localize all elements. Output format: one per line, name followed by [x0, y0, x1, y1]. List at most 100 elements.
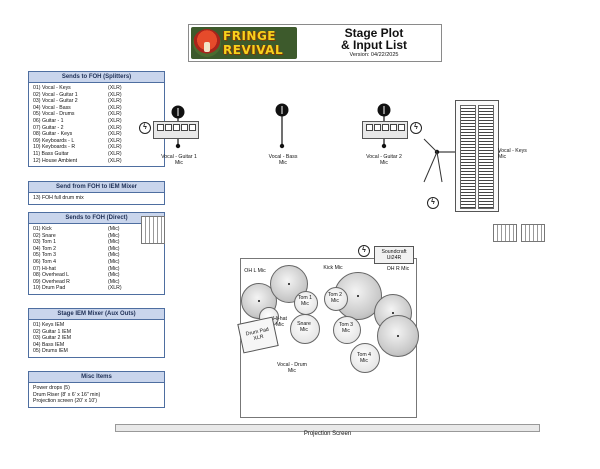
list-item: 01) Kick (Mic): [33, 226, 161, 233]
tom3-drum: [333, 316, 361, 344]
list-item: 10) Drum Pad(XLR): [33, 285, 161, 292]
list-item: 12) House Ambient(XLR): [33, 158, 161, 165]
tom1-mic-label: Tom 1 Mic: [297, 295, 313, 307]
list-item: 06) Guitar - 1(XLR): [33, 118, 161, 125]
input-name: 10) Keyboards - R: [33, 144, 76, 151]
guitar2-mic-label: Vocal - Guitar 2 Mic: [366, 154, 402, 166]
input-type: (XLR): [108, 117, 122, 124]
ohl-mic-label: OH L Mic: [244, 268, 266, 274]
list-item: 01) Vocal - Keys (XLR): [33, 85, 161, 92]
tom3-mic-label: Tom 3 Mic: [338, 322, 354, 334]
input-type: (Mic): [108, 278, 120, 285]
input-name: 01) Vocal - Keys: [33, 85, 71, 91]
projection-screen-label: Projection Screen: [303, 431, 352, 437]
list-item: 07) Hi-hat(Mic): [33, 266, 161, 273]
input-name: 02) Guitar 1 IEM: [33, 328, 72, 335]
input-type: (XLR): [108, 285, 122, 292]
list-item: Power drops (5): [33, 385, 161, 392]
list-item: 05) Drums IEM: [33, 348, 161, 355]
logo-text-line1: FRINGE: [223, 29, 276, 43]
input-name: Projection screen (20' x 10'): [33, 398, 97, 405]
list-item: 10) Keyboards - R (XLR): [33, 144, 161, 151]
kick-mic-label: Kick Mic: [323, 265, 343, 271]
foh-to-iem-box: Send from FOH to IEM Mixer 13) FOH full …: [28, 181, 165, 205]
list-item: 04) Bass IEM: [33, 342, 161, 349]
list-item: 07) Guitar - 2 (XLR): [33, 125, 161, 132]
input-type: (XLR): [108, 131, 122, 138]
splash-cymbal: [377, 315, 419, 357]
power-drop-icon: ϟ: [410, 122, 422, 134]
input-name: 01) Keys IEM: [33, 322, 65, 328]
input-type: (Mic): [108, 265, 120, 272]
list-item: 04) Tom 2 (Mic): [33, 246, 161, 253]
input-name: Drum Riser (8' x 6' x 16" min): [33, 391, 101, 398]
input-name: 09) Keyboards - L: [33, 137, 75, 144]
drum-pad-label: Drum Pad XLR: [245, 326, 270, 342]
side-monitor-icon: [493, 224, 517, 242]
input-name: 04) Vocal - Bass: [33, 104, 71, 111]
misc-items-box: Misc Items Power drops (5)Drum Riser (8'…: [28, 371, 165, 408]
list-item: 06) Tom 4 (Mic): [33, 259, 161, 266]
snare-mic-label: Snare Mic: [297, 321, 311, 333]
input-type: (XLR): [108, 157, 122, 164]
box-title: Stage IEM Mixer (Aux Outs): [29, 309, 164, 320]
input-name: 05) Vocal - Drums: [33, 111, 75, 118]
list-item: 02) Snare(Mic): [33, 233, 161, 240]
input-type: (XLR): [108, 124, 122, 131]
box-title: Sends to FOH (Direct): [29, 213, 164, 224]
guitar2-amp-icon: [362, 121, 408, 139]
list-item: Drum Riser (8' x 6' x 16" min): [33, 392, 161, 399]
input-name: 02) Vocal - Guitar 1: [33, 91, 78, 98]
bass-station: [275, 103, 289, 149]
list-item: 01) Keys IEM: [33, 322, 161, 329]
list-item: 09) Overhead R (Mic): [33, 279, 161, 286]
box-title: Sends to FOH (Splitters): [29, 72, 164, 83]
input-name: 13) FOH full drum mix: [33, 195, 84, 201]
band-logo: FRINGE REVIVAL: [191, 27, 297, 59]
tom2-drum: [324, 287, 348, 311]
input-name: 04) Bass IEM: [33, 341, 65, 348]
list-item: 03) Vocal - Guitar 2(XLR): [33, 98, 161, 105]
power-drop-icon: ϟ: [139, 122, 151, 134]
list-item: 04) Vocal - Bass(XLR): [33, 105, 161, 112]
list-item: 02) Vocal - Guitar 1(XLR): [33, 92, 161, 99]
input-type: (XLR): [108, 144, 122, 151]
input-name: 03) Tom 1: [33, 239, 56, 246]
input-name: 04) Tom 2: [33, 245, 56, 252]
input-list: 01) Vocal - Keys(XLR)02) Vocal - Guitar …: [29, 83, 164, 166]
input-list: Power drops (5)Drum Riser (8' x 6' x 16"…: [29, 383, 164, 407]
iem-mixer-unit: Soundcraft Ui24R: [374, 246, 414, 264]
input-name: 01) Kick: [33, 226, 52, 232]
bass-vocal-mic-icon: [279, 143, 285, 149]
hihat-mic-label: Hi-hat Mic: [273, 316, 287, 328]
projection-screen: [115, 424, 540, 432]
bass-mic-label: Vocal - Bass Mic: [268, 154, 298, 166]
tom4-drum: [350, 343, 380, 373]
power-drop-icon: ϟ: [358, 245, 370, 257]
input-type: (Mic): [108, 239, 120, 246]
drum-vocal-mic-label: Vocal - Drum Mic: [277, 362, 307, 374]
version-label: Version: 04/22/2025: [349, 52, 399, 58]
input-type: (Mic): [108, 226, 120, 232]
input-type: (Mic): [108, 245, 120, 252]
input-type: (Mic): [108, 258, 120, 265]
input-name: 08) Guitar - Keys: [33, 131, 73, 138]
input-list: 01) Kick(Mic)02) Snare(Mic)03) Tom 1(Mic…: [29, 224, 164, 294]
box-title: Send from FOH to IEM Mixer: [29, 182, 164, 193]
input-name: 09) Overhead R: [33, 278, 70, 285]
keyboard-stand-icon: [455, 100, 499, 212]
input-type: (XLR): [108, 98, 122, 105]
side-monitor-icon: [141, 216, 165, 244]
guitar1-amp-icon: [153, 121, 199, 139]
input-name: Power drops (5): [33, 385, 70, 391]
input-name: 06) Tom 4: [33, 258, 56, 265]
input-name: 03) Guitar 2 IEM: [33, 335, 72, 342]
page-title-line2: & Input List: [341, 38, 407, 52]
input-type: (XLR): [108, 111, 122, 118]
input-type: (XLR): [108, 85, 122, 91]
guitar2-vocal-mic-icon: [381, 143, 387, 149]
side-monitor-icon: [521, 224, 545, 242]
input-name: 05) Tom 3: [33, 252, 56, 259]
input-name: 07) Guitar - 2: [33, 124, 64, 131]
